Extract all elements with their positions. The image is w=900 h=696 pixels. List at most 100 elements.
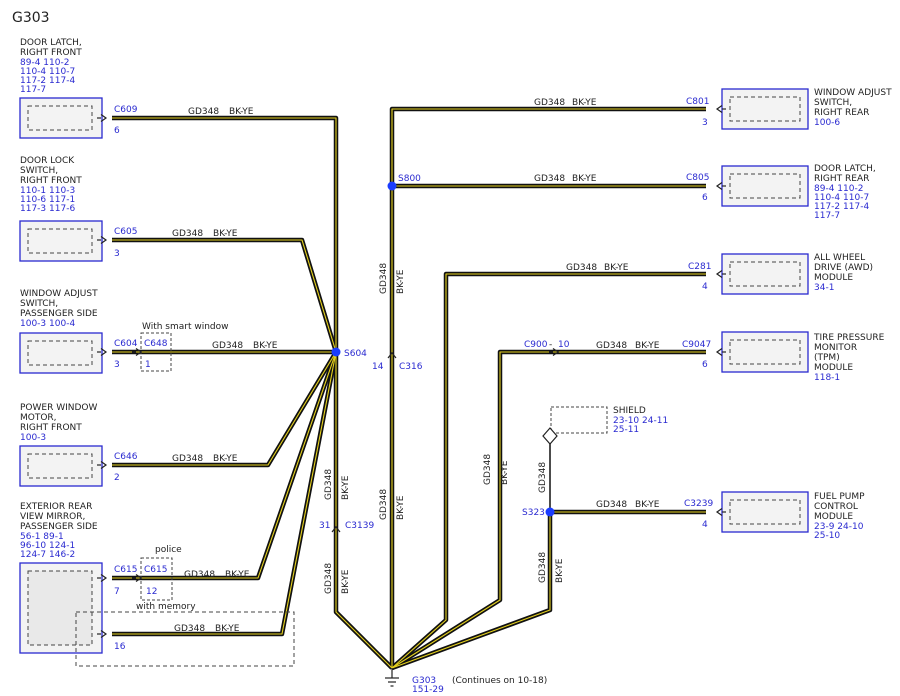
svg-text:GD348: GD348 <box>566 263 597 273</box>
svg-text:BK-YE: BK-YE <box>635 500 660 510</box>
svg-text:3: 3 <box>702 118 708 128</box>
svg-text:GD348: GD348 <box>212 341 243 351</box>
svg-text:C3239: C3239 <box>684 499 713 509</box>
svg-text:100-3: 100-3 <box>20 433 46 443</box>
svg-text:BK-YE: BK-YE <box>213 229 238 239</box>
ground-g303: G303 151-29 (Continues on 10-18) <box>385 668 547 695</box>
svg-text:C615: C615 <box>114 565 137 575</box>
svg-text:S800: S800 <box>398 174 421 184</box>
svg-text:2: 2 <box>114 473 120 483</box>
svg-text:6: 6 <box>114 126 120 136</box>
svg-text:3: 3 <box>114 249 120 259</box>
svg-text:C801: C801 <box>686 97 709 107</box>
svg-text:GD348: GD348 <box>188 107 219 117</box>
svg-text:C604: C604 <box>114 339 138 349</box>
svg-text:SHIELD: SHIELD <box>613 406 646 416</box>
svg-text:BK-YE: BK-YE <box>396 495 406 520</box>
svg-text:BK-YE: BK-YE <box>396 269 406 294</box>
diagram-title: G303 <box>12 10 50 26</box>
svg-text:GD348: GD348 <box>379 489 389 520</box>
splice-s800: S800 <box>387 174 421 191</box>
svg-text:BK-YE: BK-YE <box>341 569 351 594</box>
svg-text:C900: C900 <box>524 340 548 350</box>
svg-text:16: 16 <box>114 642 126 652</box>
svg-text:12: 12 <box>146 587 157 597</box>
svg-text:DOOR LATCH,RIGHT FRONT: DOOR LATCH,RIGHT FRONT <box>20 38 82 58</box>
svg-text:BK-YE: BK-YE <box>215 624 240 634</box>
svg-text:C648: C648 <box>144 339 168 349</box>
svg-text:C9047: C9047 <box>682 340 711 350</box>
svg-text:BK-YE: BK-YE <box>572 174 597 184</box>
svg-text:34-1: 34-1 <box>814 283 834 293</box>
svg-text:C3139: C3139 <box>345 521 374 531</box>
svg-text:GD348: GD348 <box>379 263 389 294</box>
svg-text:4: 4 <box>702 520 708 530</box>
svg-text:GD348: GD348 <box>172 229 203 239</box>
inline-connector-c316: 14 C316 <box>372 352 423 372</box>
svg-text:3: 3 <box>114 360 120 370</box>
svg-text:GD348: GD348 <box>483 454 493 485</box>
svg-text:1: 1 <box>145 360 151 370</box>
svg-text:7: 7 <box>114 587 120 597</box>
svg-text:C281: C281 <box>688 262 711 272</box>
svg-text:151-29: 151-29 <box>412 685 444 695</box>
svg-text:BK-YE: BK-YE <box>225 570 250 580</box>
svg-text:GD348: GD348 <box>534 98 565 108</box>
svg-text:6: 6 <box>702 360 708 370</box>
svg-text:GD348: GD348 <box>172 454 203 464</box>
svg-text:100-3 100-4: 100-3 100-4 <box>20 319 75 329</box>
svg-text:S604: S604 <box>344 349 367 359</box>
svg-text:BK-YE: BK-YE <box>500 460 510 485</box>
svg-text:GD348: GD348 <box>534 174 565 184</box>
svg-text:BK-YE: BK-YE <box>604 263 629 273</box>
svg-text:With smart window: With smart window <box>142 322 229 332</box>
svg-text:C609: C609 <box>114 105 138 115</box>
wire-bundle <box>112 106 706 671</box>
svg-text:S323: S323 <box>522 508 545 518</box>
svg-text:with memory: with memory <box>136 602 196 612</box>
svg-text:C316: C316 <box>399 362 423 372</box>
svg-text:GD348: GD348 <box>324 563 334 594</box>
svg-text:BK-YE: BK-YE <box>555 558 565 583</box>
svg-text:BK-YE: BK-YE <box>253 341 278 351</box>
svg-text:GD348: GD348 <box>596 500 627 510</box>
svg-text:GD348: GD348 <box>174 624 205 634</box>
svg-text:14: 14 <box>372 362 384 372</box>
svg-text:6: 6 <box>702 193 708 203</box>
wire-c605 <box>112 237 339 353</box>
svg-text:10: 10 <box>558 340 570 350</box>
svg-text:100-6: 100-6 <box>814 118 840 128</box>
svg-text:G303: G303 <box>412 676 436 686</box>
svg-text:BK-YE: BK-YE <box>572 98 597 108</box>
svg-text:(Continues on 10-18): (Continues on 10-18) <box>452 676 547 686</box>
svg-text:C615: C615 <box>144 565 167 575</box>
svg-text:118-1: 118-1 <box>814 373 840 383</box>
svg-text:31: 31 <box>319 521 330 531</box>
svg-text:GD348: GD348 <box>538 552 548 583</box>
svg-text:C646: C646 <box>114 452 138 462</box>
svg-text:BK-YE: BK-YE <box>229 107 254 117</box>
svg-text:police: police <box>155 545 182 555</box>
